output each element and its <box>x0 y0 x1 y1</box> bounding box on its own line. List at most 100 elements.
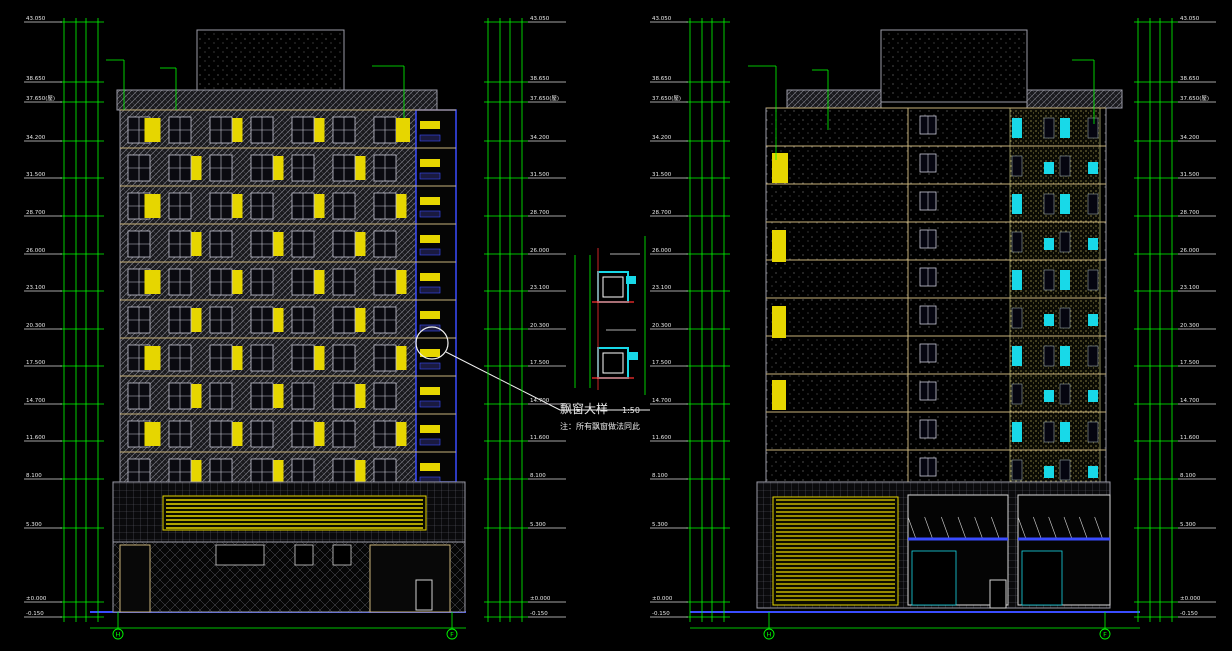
window <box>1011 459 1023 481</box>
level-label: 23.100 <box>652 285 672 291</box>
level-label: 28.700 <box>530 210 550 216</box>
level-label: 43.050 <box>26 16 46 22</box>
parapet-right <box>1026 89 1123 109</box>
stair-window <box>420 311 440 319</box>
stair-window <box>420 387 440 395</box>
callout-leader <box>445 351 650 411</box>
level-label: 5.300 <box>530 522 546 528</box>
window <box>1011 155 1023 177</box>
dimension-column-left <box>650 18 730 622</box>
cyan-panel <box>1088 466 1098 478</box>
window <box>1059 231 1071 253</box>
podium-sign-band <box>772 496 899 606</box>
level-label: -0.150 <box>530 611 548 617</box>
detail-callout-circle <box>415 326 449 360</box>
cyan-panel <box>1044 238 1054 250</box>
shutter <box>144 270 161 294</box>
cyan-panel <box>1088 162 1098 174</box>
window <box>1087 117 1099 139</box>
cyan-panel <box>1088 314 1098 326</box>
stair-window <box>420 463 440 471</box>
cyan-panel <box>1060 346 1070 366</box>
level-label: 38.650 <box>1180 76 1200 82</box>
stair-window <box>420 425 440 433</box>
window <box>1043 345 1055 367</box>
window <box>1043 193 1055 215</box>
level-label: 23.100 <box>1180 285 1200 291</box>
level-label: -0.150 <box>1180 611 1198 617</box>
level-label: 8.100 <box>26 473 42 479</box>
cyan-panel <box>1060 194 1070 214</box>
right-elevation <box>690 29 1140 613</box>
level-label: 34.200 <box>1180 135 1200 141</box>
parapet-left <box>786 89 882 109</box>
door <box>415 579 433 611</box>
stair-strip <box>415 109 457 483</box>
level-label: 26.000 <box>26 248 46 254</box>
level-label: 8.100 <box>530 473 546 479</box>
detail-note: 注：所有飘窗做法同此 <box>560 421 640 431</box>
shutter <box>772 380 786 410</box>
axis-marker-f <box>446 628 458 640</box>
cyan-panel <box>1044 314 1054 326</box>
level-label: 14.700 <box>652 398 672 404</box>
cyan-panel <box>1088 238 1098 250</box>
roof-machine-room <box>880 29 1028 103</box>
axis-marker-h-label: H <box>116 631 121 639</box>
level-label: 23.100 <box>530 285 550 291</box>
shop-window <box>332 544 352 566</box>
level-label: 34.200 <box>26 135 46 141</box>
level-label: ±0.000 <box>530 596 551 602</box>
window <box>1011 307 1023 329</box>
level-label: 28.700 <box>1180 210 1200 216</box>
level-label: 17.500 <box>652 360 672 366</box>
level-label: 14.700 <box>26 398 46 404</box>
level-label: 38.650 <box>530 76 550 82</box>
level-label: 11.600 <box>652 435 672 441</box>
level-label: 17.500 <box>26 360 46 366</box>
level-label: 8.100 <box>1180 473 1196 479</box>
stair-window <box>420 121 440 129</box>
textured-panel <box>1009 107 1101 483</box>
detail-scale: 1:50 <box>622 406 640 415</box>
axis-marker-f-label: F <box>450 631 454 639</box>
window <box>1043 269 1055 291</box>
stair-window <box>420 197 440 205</box>
level-label: -0.150 <box>652 611 670 617</box>
level-label: 11.600 <box>26 435 46 441</box>
shutter <box>144 346 161 370</box>
level-label: ±0.000 <box>652 596 673 602</box>
cyan-panel <box>1044 466 1054 478</box>
window <box>1087 345 1099 367</box>
cyan-panel <box>1088 390 1098 402</box>
shop-window <box>215 544 265 566</box>
cyan-panel <box>1012 270 1022 290</box>
stair-window <box>420 349 440 357</box>
level-label: 14.700 <box>530 398 550 404</box>
roof-machine-room <box>196 29 345 93</box>
level-label: 8.100 <box>652 473 668 479</box>
level-label: 26.000 <box>1180 248 1200 254</box>
window <box>1059 383 1071 405</box>
window <box>1087 421 1099 443</box>
level-label: 26.000 <box>530 248 550 254</box>
axis-marker-f2 <box>1099 628 1111 640</box>
cyan-panel <box>1044 162 1054 174</box>
level-label: 31.500 <box>530 172 550 178</box>
stair-window <box>420 273 440 281</box>
level-label: 5.300 <box>1180 522 1196 528</box>
stair-window <box>420 235 440 243</box>
level-label: 17.500 <box>1180 360 1200 366</box>
window <box>1059 155 1071 177</box>
level-label: 37.650(屋) <box>1180 95 1209 102</box>
window <box>1011 383 1023 405</box>
level-label: 26.000 <box>652 248 672 254</box>
level-label: 28.700 <box>652 210 672 216</box>
level-label: 34.200 <box>530 135 550 141</box>
window <box>1011 231 1023 253</box>
level-label: 20.300 <box>26 323 46 329</box>
window <box>1059 459 1071 481</box>
level-label: 20.300 <box>1180 323 1200 329</box>
level-label: 5.300 <box>26 522 42 528</box>
